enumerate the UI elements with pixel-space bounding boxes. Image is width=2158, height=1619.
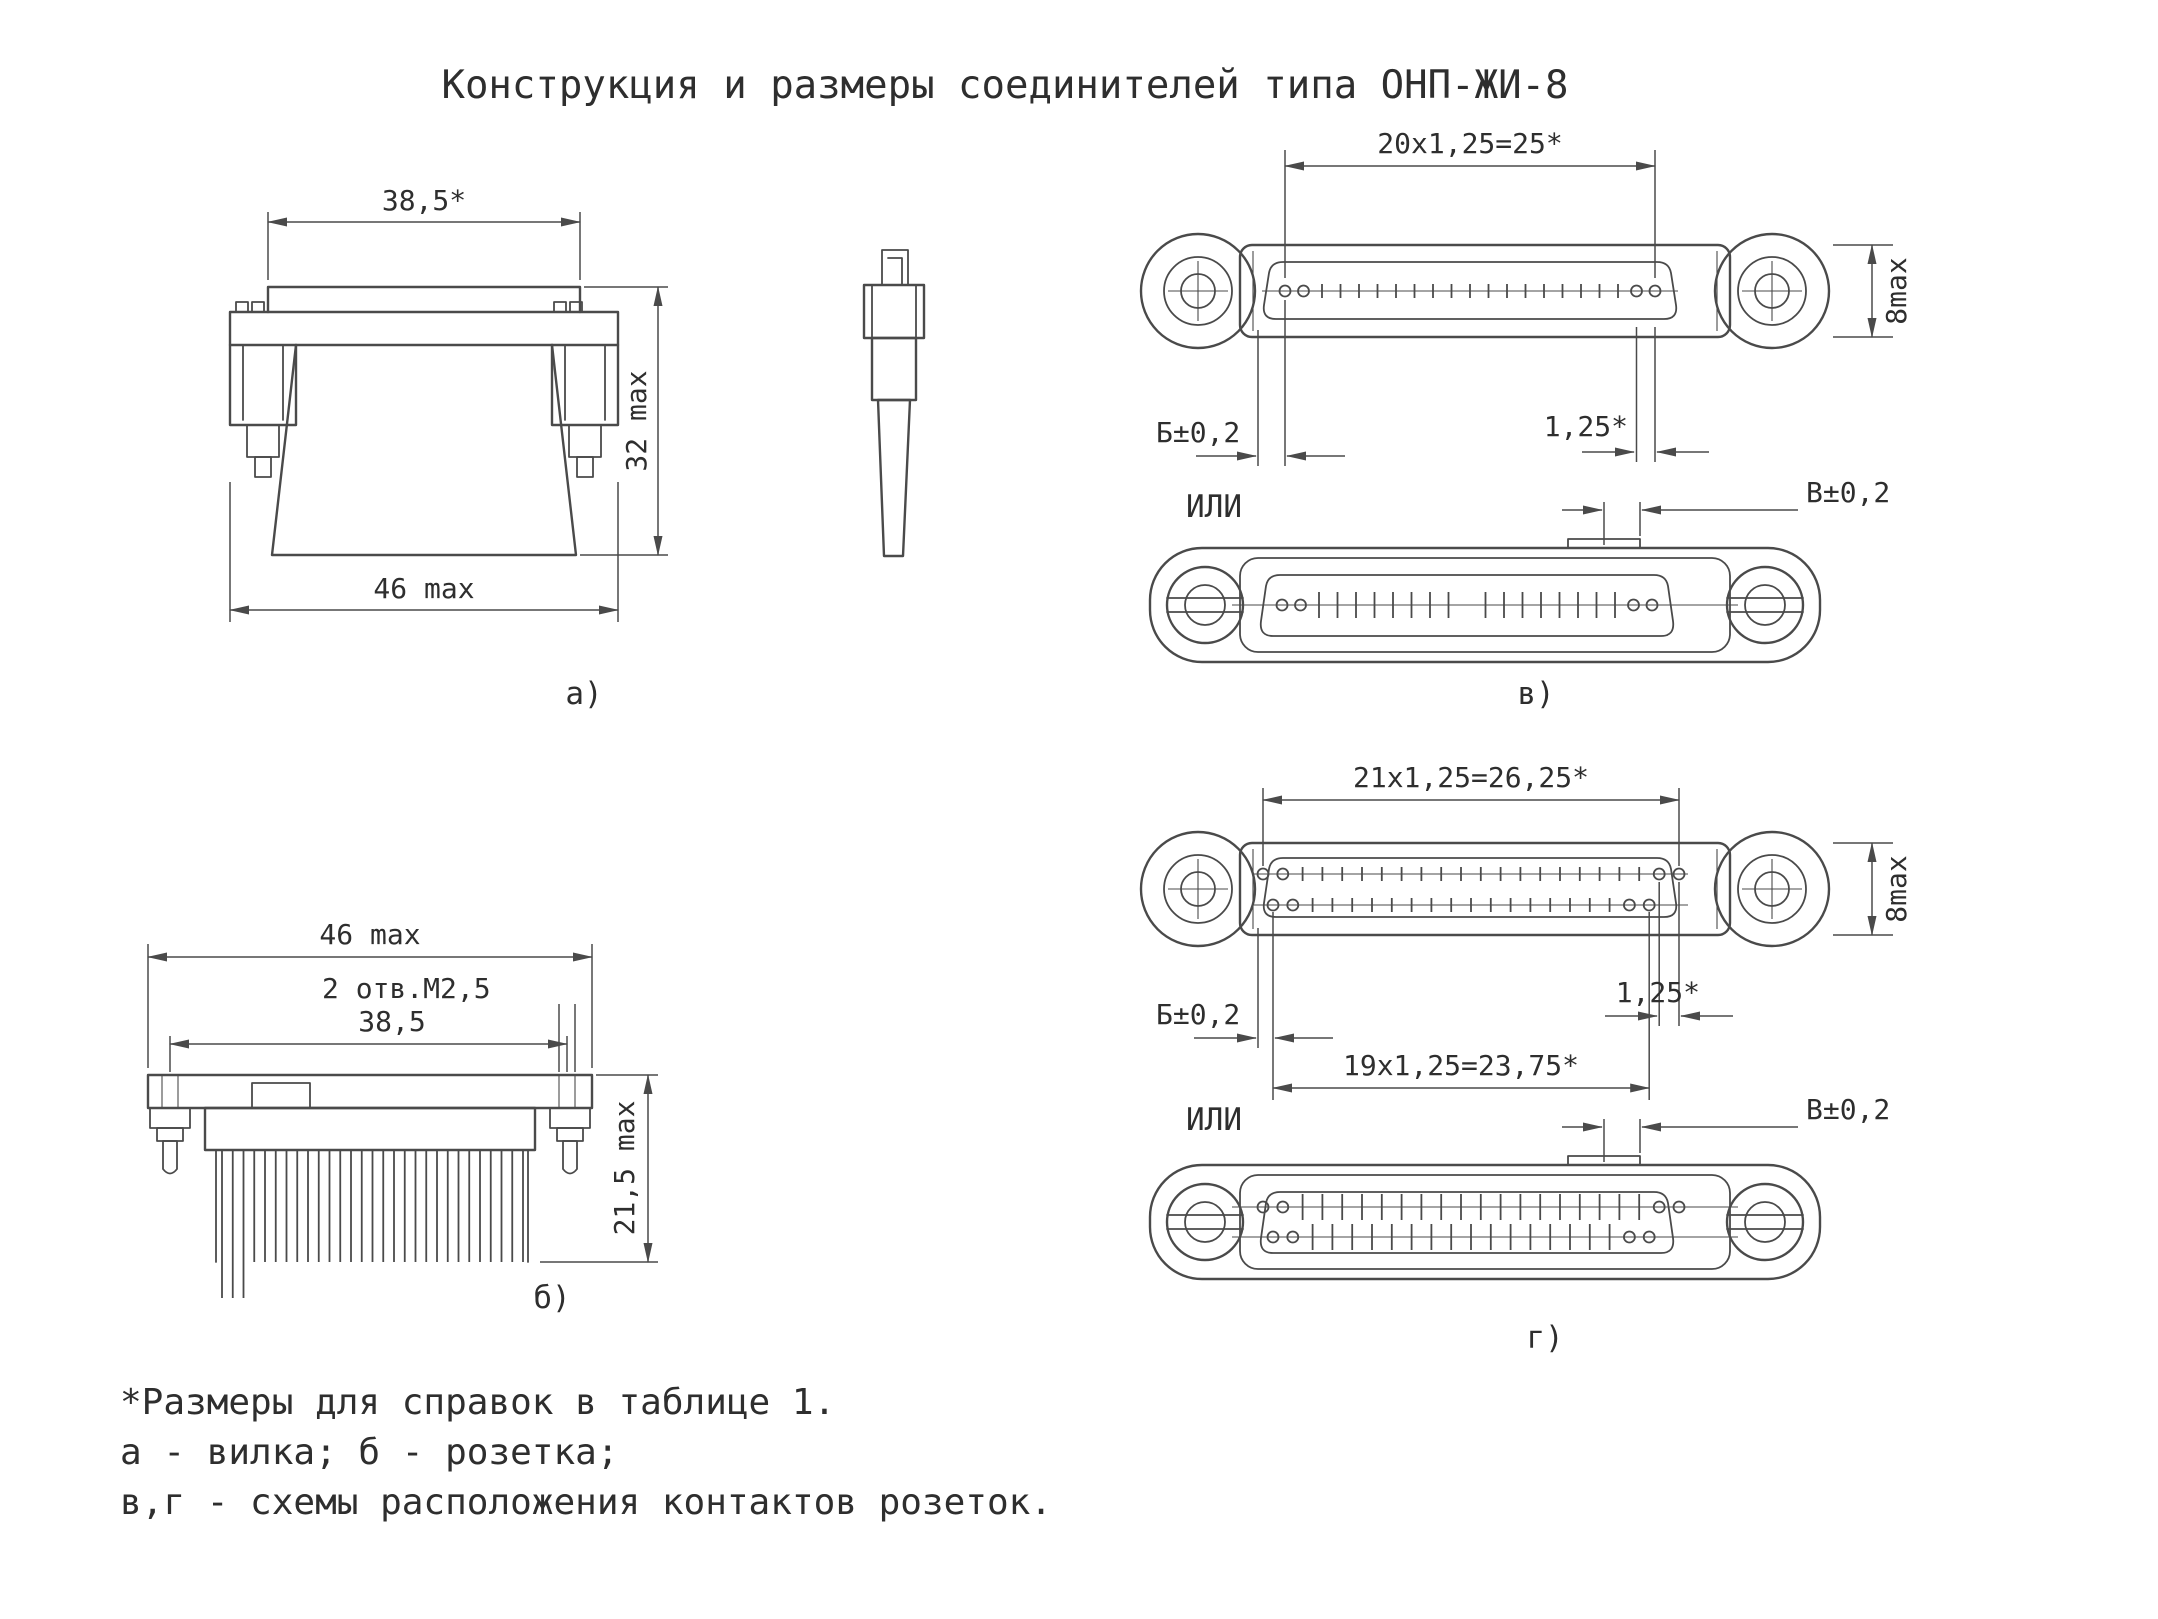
connector-face-v	[1139, 232, 1831, 350]
dim-text: 8max	[1880, 855, 1913, 922]
dim-text: 19х1,25=23,75*	[1343, 1049, 1579, 1082]
view-g-contact-layout: 21х1,25=26,25*	[1139, 761, 1913, 1356]
plug-outline	[228, 285, 620, 557]
dim-height-g: 8max	[1833, 842, 1913, 936]
view-b-socket-side: 46 max 2 отв.М2,5 38,5	[146, 918, 658, 1316]
view-a-plug-side: 38,5* 32 max 46 max	[228, 184, 668, 712]
mounting-ear	[1713, 232, 1831, 350]
connector-face-g	[1139, 830, 1831, 948]
plug-profile-view	[862, 249, 926, 558]
note-line-3: в,г - схемы расположения контактов розет…	[120, 1482, 1052, 1523]
dim-v-offset-g: В±0,2	[1562, 1093, 1890, 1162]
dim-text: 8max	[1880, 257, 1913, 324]
page-title: Конструкция и размеры соединителей типа …	[441, 63, 1568, 108]
view-label-g: г)	[1526, 1320, 1563, 1356]
note-line-2: а - вилка; б - розетка;	[120, 1432, 619, 1473]
dim-text: 38,5	[358, 1005, 425, 1038]
dim-height-b: 21,5 max	[540, 1074, 658, 1263]
dim-pitch-g: 1,25*	[1605, 882, 1733, 1026]
or-label-v: ИЛИ	[1186, 489, 1242, 525]
dim-text: В±0,2	[1806, 1093, 1890, 1126]
mounting-ear	[1139, 830, 1257, 948]
notes-block: *Размеры для справок в таблице 1. а - ви…	[120, 1382, 1052, 1523]
dim-text: 46 max	[373, 572, 474, 605]
view-label-v: в)	[1517, 676, 1554, 712]
dim-text: 32 max	[620, 370, 653, 471]
mounting-ear	[1139, 232, 1257, 350]
dim-text: Б±0,2	[1156, 998, 1240, 1031]
connector-face-g-alt	[1148, 1155, 1822, 1281]
dim-text: 21,5 max	[608, 1101, 641, 1236]
note-line-1: *Размеры для справок в таблице 1.	[120, 1382, 835, 1423]
mounting-ear-slotted	[1165, 1182, 1245, 1262]
dim-width-bottom-a: 46 max	[229, 482, 619, 622]
view-v-contact-layout: 20х1,25=25*	[1139, 127, 1913, 712]
socket-pins-long	[221, 1150, 245, 1298]
dim-text: Б±0,2	[1156, 416, 1240, 449]
dim-text: 1,25*	[1544, 410, 1628, 443]
dim-text: 21х1,25=26,25*	[1353, 761, 1589, 794]
dim-text: 46 max	[319, 918, 420, 951]
screw-left	[149, 1107, 191, 1175]
dim-row-top-g: 21х1,25=26,25*	[1262, 761, 1680, 866]
screw-right	[549, 1107, 591, 1175]
dim-b-g: Б±0,2	[1156, 912, 1333, 1100]
dim-row-v: 20х1,25=25*	[1284, 127, 1656, 278]
dim-height-a: 32 max	[580, 286, 668, 556]
view-label-a: а)	[565, 676, 602, 712]
dim-text: 2 отв.М2,5	[322, 972, 491, 1005]
connector-face-v-alt	[1148, 538, 1822, 664]
dim-width-b: 46 max	[147, 918, 593, 1068]
dim-text: 38,5*	[382, 184, 466, 217]
dim-text: В±0,2	[1806, 476, 1890, 509]
dim-holes-b: 2 отв.М2,5	[322, 972, 576, 1072]
mounting-ear-slotted	[1725, 1182, 1805, 1262]
dim-text: 20х1,25=25*	[1377, 127, 1562, 160]
socket-pins	[253, 1150, 524, 1262]
dim-v-offset-v: В±0,2	[1562, 476, 1890, 545]
dim-text: 1,25*	[1616, 976, 1700, 1009]
view-label-b: б)	[533, 1280, 570, 1316]
dim-pitch-v: 1,25*	[1544, 327, 1709, 462]
mounting-ear-slotted	[1165, 565, 1245, 645]
dim-height-v: 8max	[1833, 244, 1913, 338]
mounting-ear	[1713, 830, 1831, 948]
socket-outline	[146, 1073, 594, 1298]
dim-b-v: Б±0,2	[1156, 300, 1345, 466]
dim-width-top-a: 38,5*	[267, 184, 581, 280]
dim-row-bottom-g: 19х1,25=23,75*	[1272, 912, 1651, 1100]
dim-hole-span-b: 38,5	[169, 1005, 568, 1072]
mounting-ear-slotted	[1725, 565, 1805, 645]
or-label-g: ИЛИ	[1186, 1102, 1242, 1138]
